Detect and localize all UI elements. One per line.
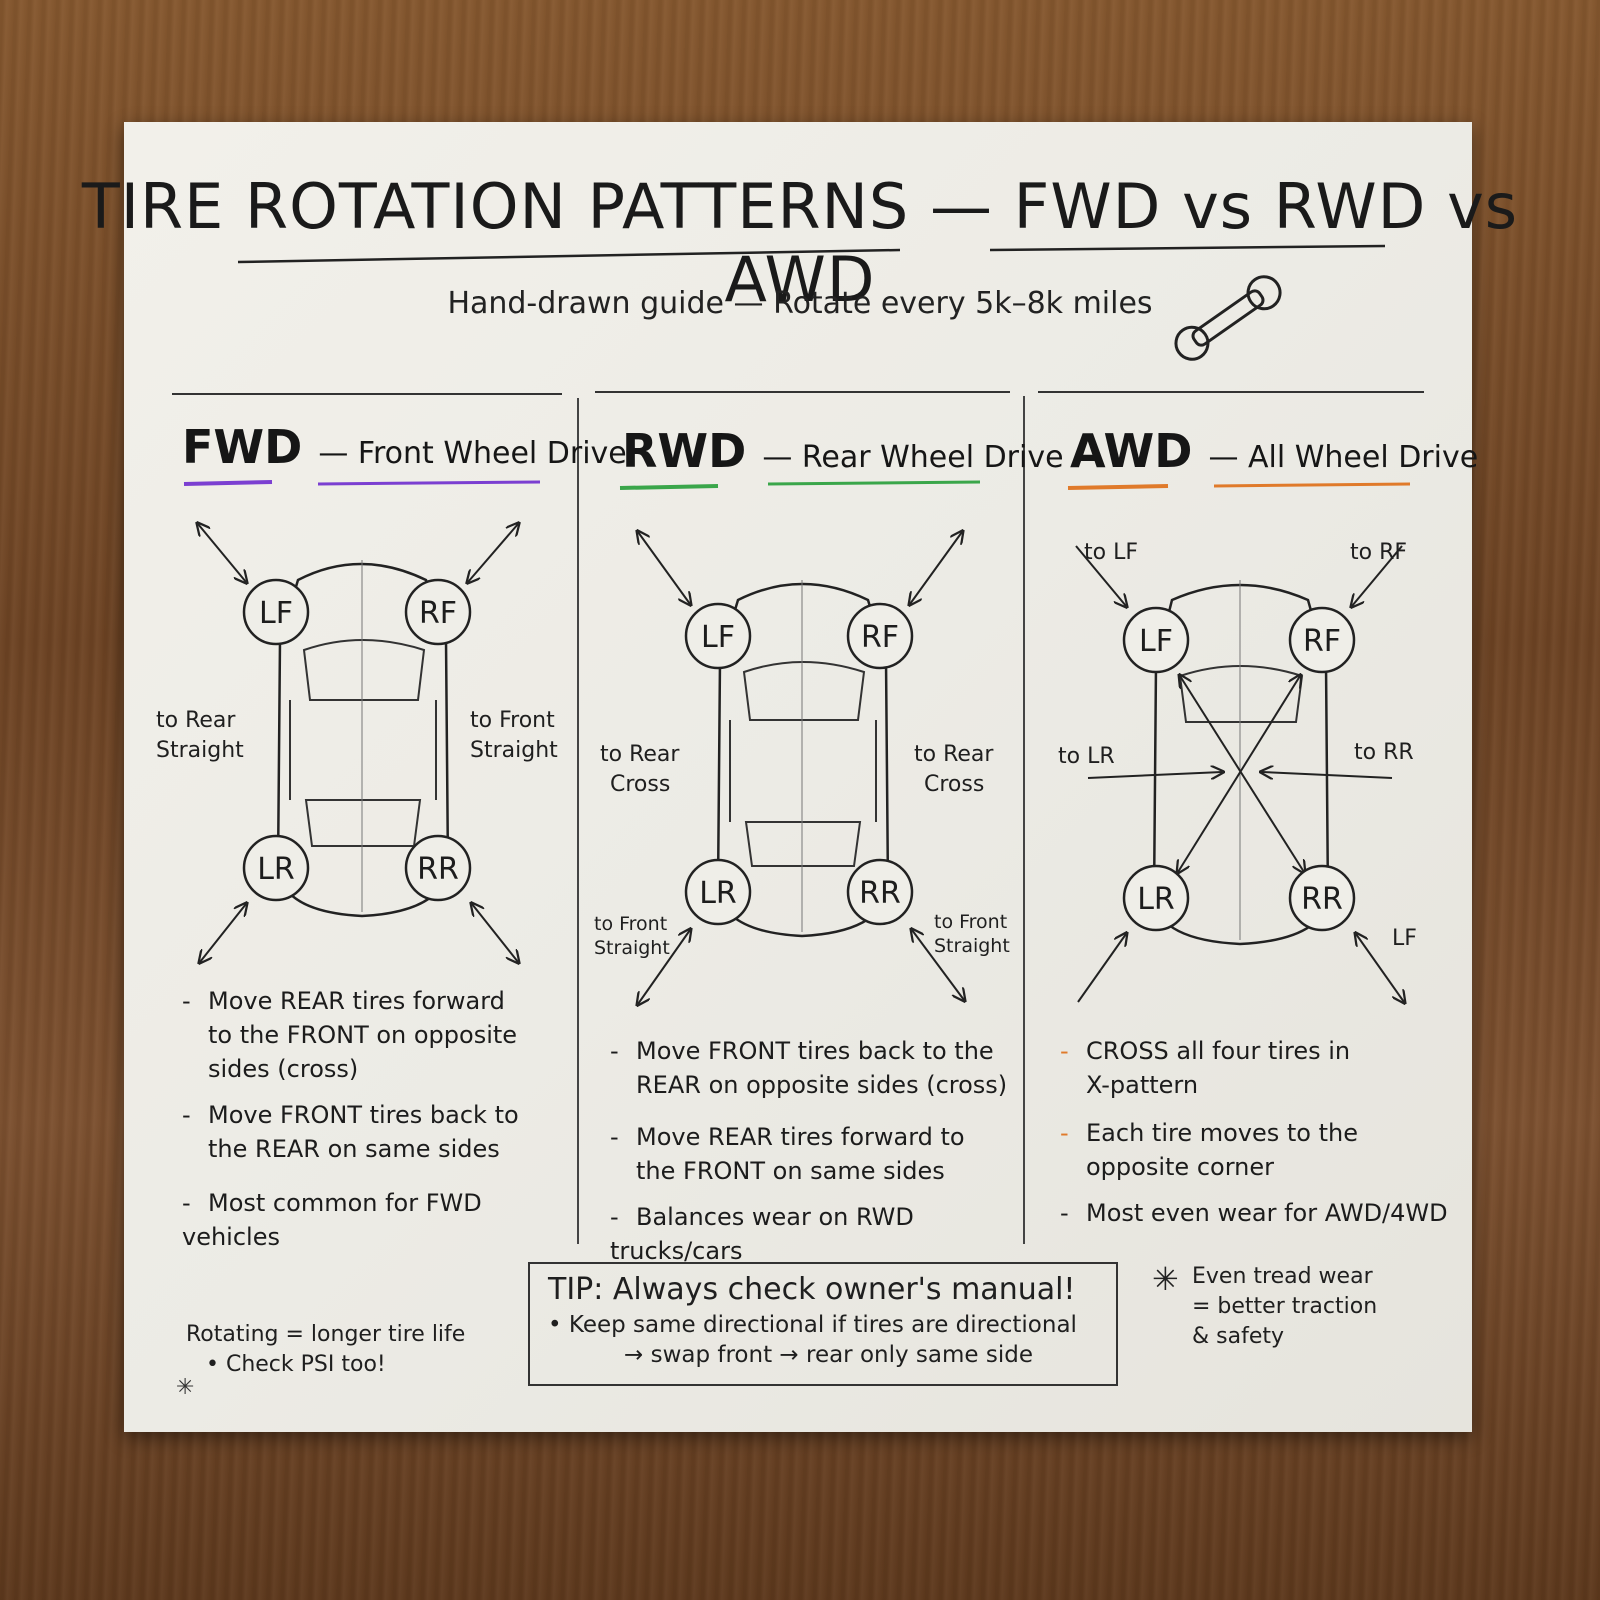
rwd-heading: RWD — Rear Wheel Drive — [622, 424, 1064, 478]
rwd-wheel-lr: LR — [699, 876, 737, 911]
awd-right-label: to RR — [1354, 740, 1414, 765]
rwd-bullet-list: -Move FRONT tires back to the REAR on op… — [610, 1034, 1020, 1268]
list-item: -Move REAR tires forward — [182, 987, 505, 1015]
list-item: the FRONT on same sides — [636, 1157, 945, 1185]
title-underline-1 — [237, 248, 901, 264]
list-item: sides (cross) — [208, 1055, 359, 1083]
awd-wheel-lf: LF — [1139, 624, 1173, 659]
list-item: -Move FRONT tires back to the — [610, 1037, 994, 1065]
tip-text: TIP: Always check owner's manual! • Keep… — [548, 1272, 1077, 1368]
title-underline-2 — [989, 244, 1386, 252]
list-item: X-pattern — [1086, 1071, 1199, 1099]
fwd-wheel-rf: RF — [419, 596, 457, 631]
awd-wheels: LF RF LR RR — [1122, 606, 1356, 932]
rwd-wheel-rf: RF — [861, 620, 899, 655]
footer-right-note: Even tread wear = better traction & safe… — [1192, 1264, 1378, 1349]
fwd-wheels: LF RF LR RR — [242, 578, 472, 902]
list-item: opposite corner — [1086, 1153, 1274, 1181]
awd-top-left-label: to LF — [1084, 540, 1138, 565]
star-icon: ✳ — [176, 1375, 194, 1400]
awd-heading: AWD — All Wheel Drive — [1070, 424, 1478, 478]
awd-x-pattern — [1087, 676, 1393, 872]
list-item: -Move FRONT tires back to — [182, 1101, 519, 1129]
page-title: TIRE ROTATION PATTERNS — FWD vs RWD vs A… — [81, 170, 1519, 316]
fwd-wheel-lf: LF — [259, 596, 293, 631]
rwd-wheel-rr: RR — [859, 876, 901, 911]
list-item: -Most even wear for AWD/4WD — [1060, 1199, 1448, 1227]
list-item: -Move REAR tires forward to — [610, 1123, 965, 1151]
list-item: to the FRONT on opposite — [208, 1021, 518, 1049]
fwd-bullet-list: -Move REAR tires forward to the FRONT on… — [182, 984, 562, 1254]
list-item: -Balances wear on RWD trucks/cars — [610, 1203, 914, 1265]
fwd-wheel-rr: RR — [417, 852, 459, 887]
rwd-arrows — [638, 532, 964, 1004]
rwd-wheel-lf: LF — [701, 620, 735, 655]
awd-wheel-rf: RF — [1303, 624, 1341, 659]
list-item: -Most common for FWD vehicles — [182, 1189, 482, 1251]
awd-outer-arrows — [1075, 545, 1404, 1002]
fwd-arrows — [198, 524, 518, 962]
rwd-wheels: LF RF LR RR — [684, 602, 914, 926]
awd-code: AWD — [1070, 424, 1193, 478]
list-item: the REAR on same sides — [208, 1135, 500, 1163]
tip-box — [528, 1262, 1118, 1386]
fwd-code: FWD — [182, 420, 303, 474]
subtitle: Hand-drawn guide — Rotate every 5k–8k mi… — [447, 286, 1153, 321]
rwd-code: RWD — [622, 424, 747, 478]
awd-top-right-label: to RF — [1350, 540, 1408, 565]
awd-bottom-right-label: LF — [1392, 926, 1417, 951]
list-item: REAR on opposite sides (cross) — [636, 1071, 1008, 1099]
wrench-icon — [1174, 275, 1282, 361]
fwd-car-diagram — [276, 560, 450, 918]
awd-left-label: to LR — [1058, 744, 1115, 769]
awd-bullet-list: -CROSS all four tires in X-pattern -Each… — [1060, 1034, 1470, 1230]
awd-wheel-rr: RR — [1301, 882, 1343, 917]
awd-wheel-lr: LR — [1137, 882, 1175, 917]
fwd-name: — Front Wheel Drive — [318, 436, 627, 471]
list-item: -CROSS all four tires in — [1060, 1037, 1351, 1065]
star-icon: ✳ — [1152, 1260, 1179, 1298]
footer-left-note: Rotating = longer tire life • Check PSI … — [186, 1322, 466, 1377]
fwd-heading: FWD — Front Wheel Drive — [182, 420, 627, 474]
list-item: -Each tire moves to the — [1060, 1119, 1358, 1147]
awd-name: — All Wheel Drive — [1208, 440, 1479, 475]
rwd-name: — Rear Wheel Drive — [762, 440, 1064, 475]
fwd-wheel-lr: LR — [257, 852, 295, 887]
